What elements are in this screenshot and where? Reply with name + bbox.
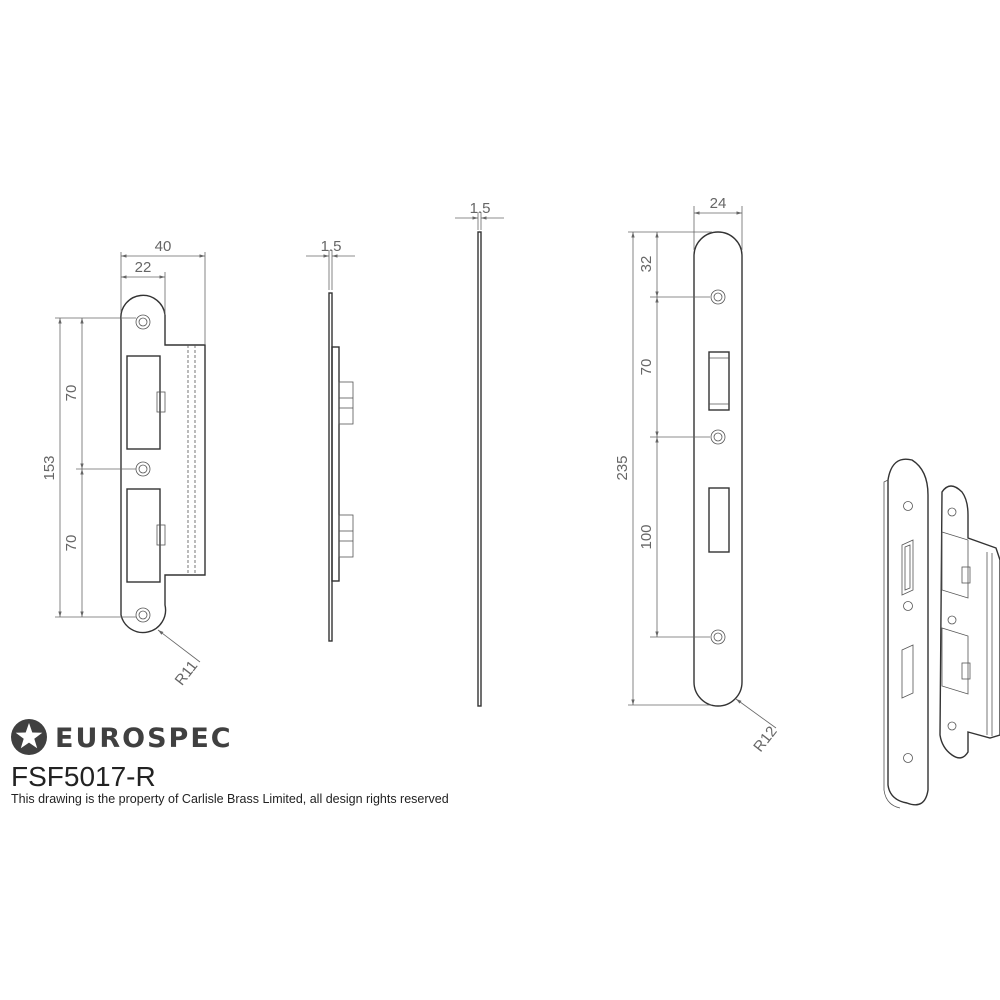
dim-large-thickness: 1.5	[470, 200, 491, 217]
dim-large-total-height: 235	[614, 455, 631, 480]
dim-large-top-offset: 32	[638, 256, 655, 273]
dim-large-upper-spacing: 70	[638, 359, 655, 376]
brand-name: EUROSPEC	[55, 723, 233, 754]
dim-small-total-height: 153	[41, 455, 58, 480]
dim-small-upper-spacing: 70	[63, 385, 80, 402]
dim-small-lower-spacing: 70	[63, 535, 80, 552]
legal-notice: This drawing is the property of Carlisle…	[11, 792, 449, 806]
isometric-view	[883, 458, 1000, 809]
large-plate-front-view: 24 235 32 70 100 R12	[614, 195, 781, 755]
dim-large-lower-spacing: 100	[638, 524, 655, 549]
small-plate-front-view: 40 22 153 70 70 R11	[41, 238, 206, 689]
dim-small-inner-width: 22	[135, 259, 152, 276]
small-plate-side-view: 1.5	[306, 238, 355, 642]
large-plate-side-view: 1.5	[455, 200, 504, 707]
dim-small-thickness: 1.5	[321, 238, 342, 255]
dim-large-radius: R12	[750, 723, 780, 755]
product-code: FSF5017-R	[11, 761, 156, 792]
eurospec-logo: EUROSPEC	[11, 719, 233, 755]
dim-small-width: 40	[155, 238, 172, 255]
dim-small-radius: R11	[172, 658, 202, 689]
dim-large-width: 24	[710, 195, 727, 212]
